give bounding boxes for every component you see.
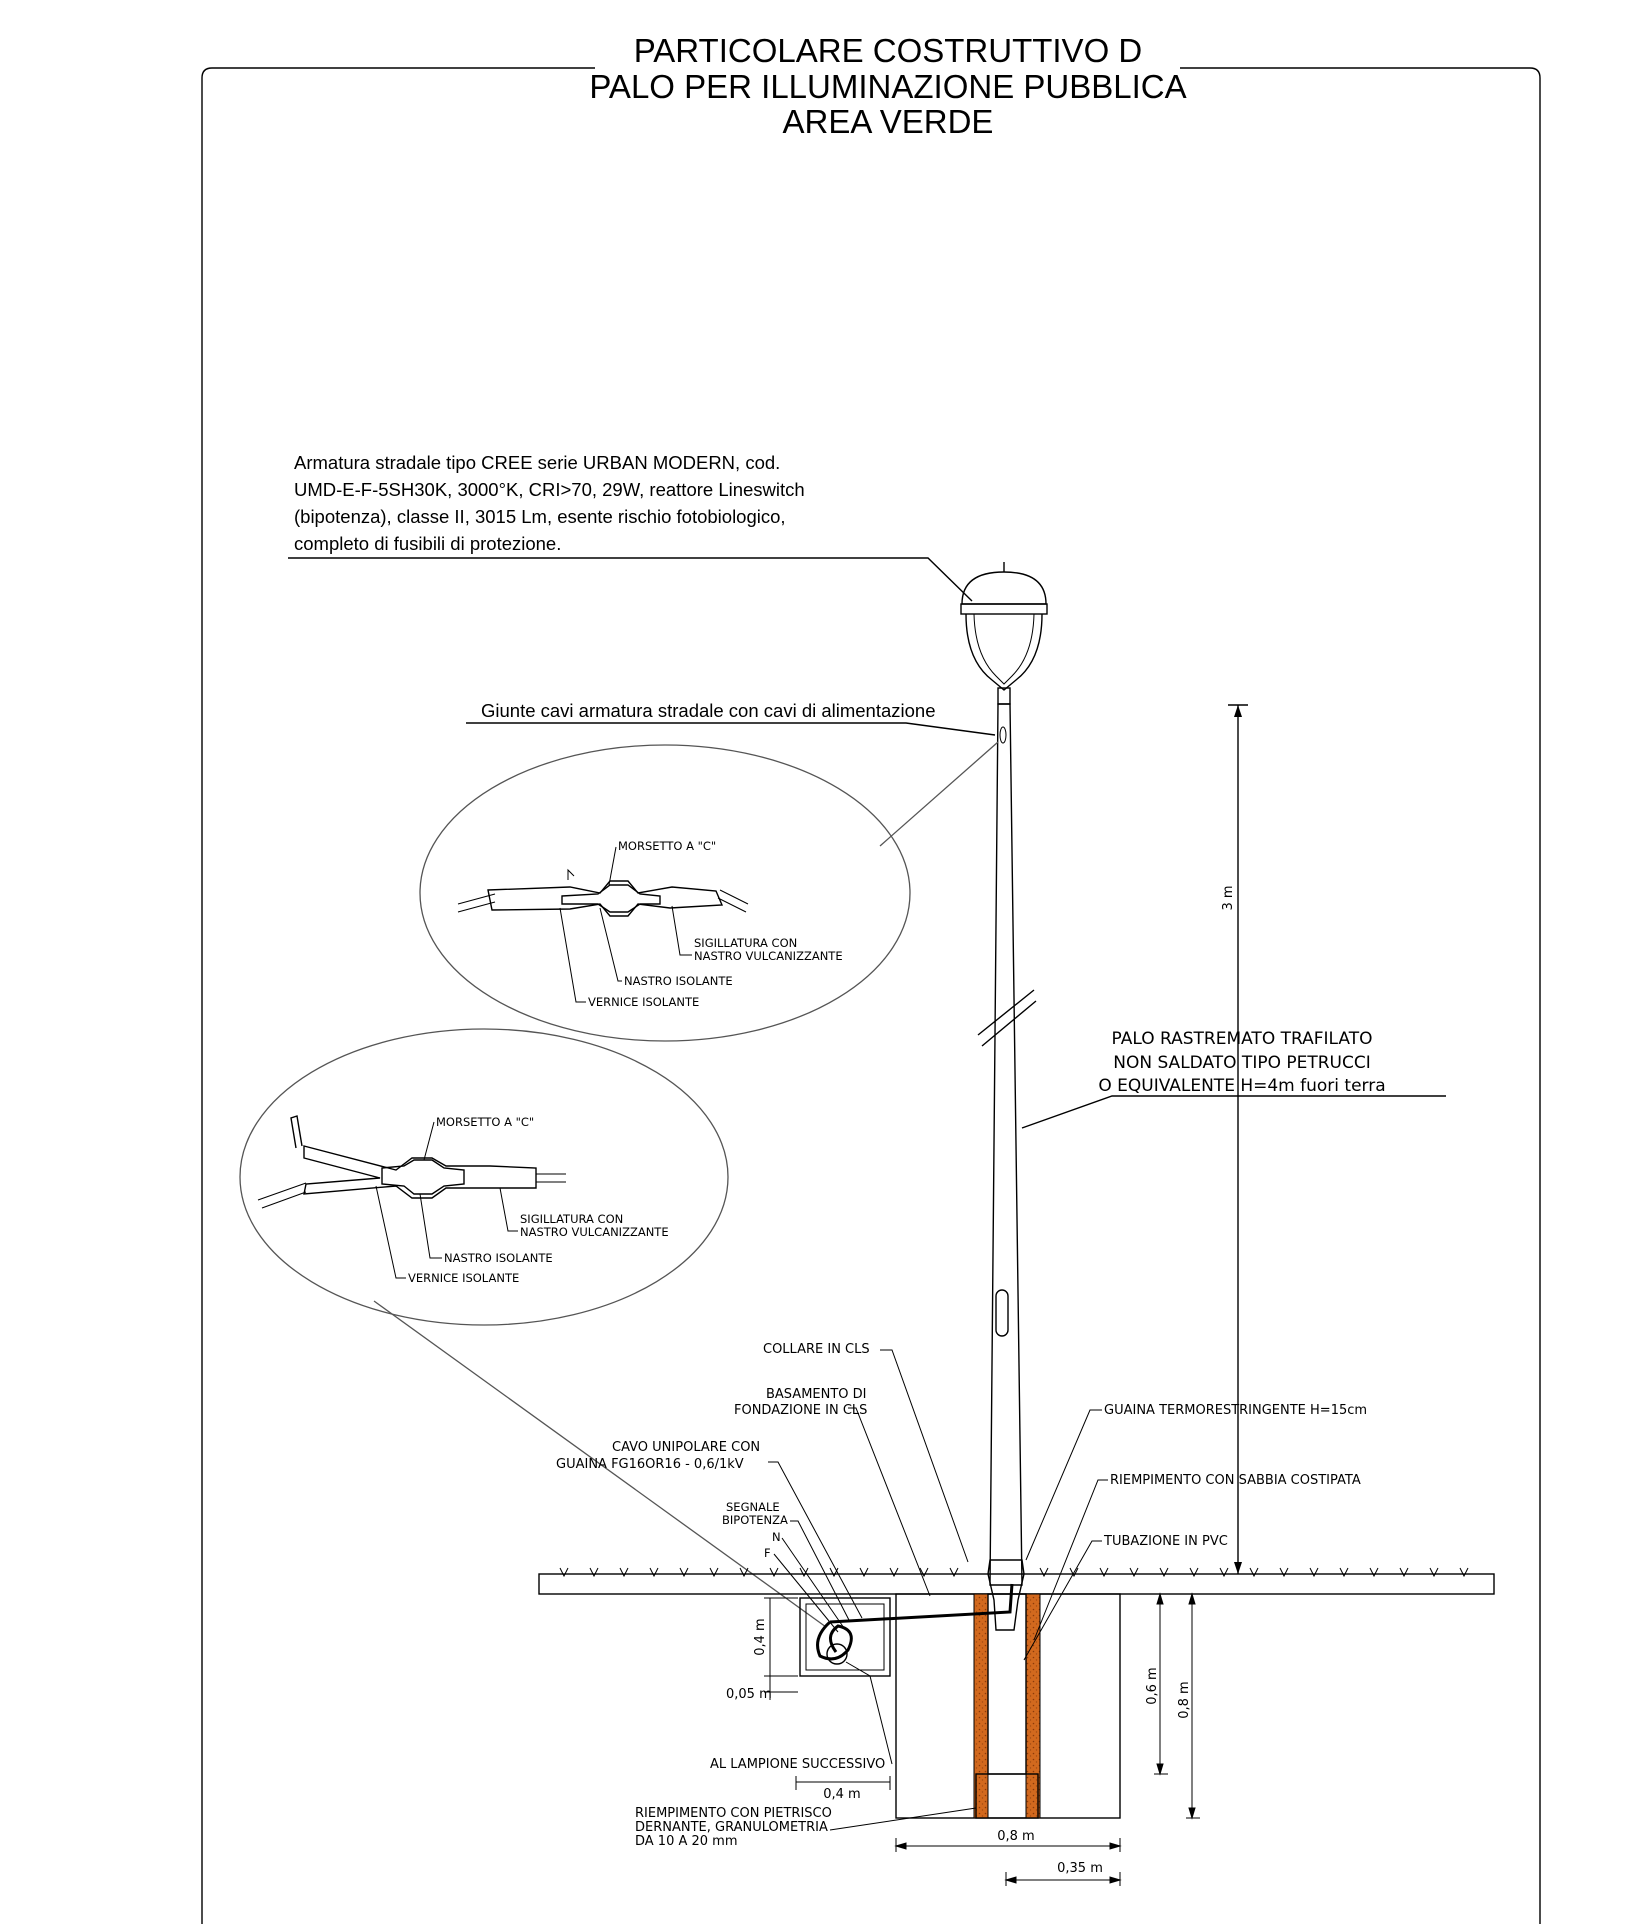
bottom-vernice-label: VERNICE ISOLANTE (408, 1271, 519, 1285)
leader-collare (880, 1349, 969, 1563)
inspection-pit-inner (805, 1603, 885, 1671)
gravel-fill (975, 1773, 1039, 1819)
leader-pietrisco (829, 1807, 977, 1831)
leader-segnale (790, 1520, 851, 1623)
pole-label-line-3: O EQUIVALENTE H=4m fuori terra (1098, 1076, 1385, 1096)
top-morsetto-label: MORSETTO A "C" (618, 839, 716, 853)
label-guaina: GUAINA TERMORESTRINGENTE H=15cm (1104, 1403, 1367, 1418)
base-width-label: 0,8 m (997, 1829, 1034, 1844)
splice-detail-top (457, 868, 749, 917)
top-nastro-leader (599, 907, 622, 982)
title-line-3: AREA VERDE (783, 103, 994, 140)
top-vernice-label: VERNICE ISOLANTE (588, 995, 699, 1009)
height-dimension (1228, 704, 1248, 1574)
bottom-nastro-leader (419, 1193, 442, 1259)
label-basamento-2: FONDAZIONE IN CLS (734, 1403, 867, 1418)
bottom-nastro-label: NASTRO ISOLANTE (444, 1251, 553, 1265)
half-width-label: 0,35 m (1057, 1861, 1103, 1876)
label-segnale-2: BIPOTENZA (722, 1513, 788, 1527)
leader-f (773, 1553, 839, 1633)
half-width-dimension (1004, 1872, 1122, 1886)
bottom-sigillatura-label-2: NASTRO VULCANIZZANTE (520, 1225, 669, 1239)
foundation-block (895, 1593, 1121, 1819)
label-cavo-1: CAVO UNIPOLARE CON (612, 1440, 760, 1455)
top-vernice-leader (559, 907, 586, 1003)
detail-ellipse-top (419, 744, 911, 1042)
bottom-morsetto-leader (423, 1121, 435, 1161)
height-dimension-label: 3 m (1221, 885, 1236, 910)
inspection-pit (799, 1597, 891, 1677)
pvc-pipe-interior (987, 1593, 1027, 1775)
joint-leader (466, 722, 996, 736)
leader-cavo (768, 1461, 863, 1619)
top-sigillatura-label-1: SIGILLATURA CON (694, 936, 797, 950)
base-depth-label: 0,8 m (1177, 1681, 1192, 1718)
sheet-frame (201, 67, 1541, 1924)
pit-cable-coil (816, 1620, 853, 1661)
ground-surface (538, 1573, 1495, 1595)
label-riempimento-sabbia: RIEMPIMENTO CON SABBIA COSTIPATA (1110, 1473, 1361, 1488)
pit-cable-loop (826, 1643, 848, 1665)
base-width-dimension (894, 1838, 1122, 1852)
title-line-2: PALO PER ILLUMINAZIONE PUBBLICA (589, 68, 1186, 105)
pole-label-line-2: NON SALDATO TIPO PETRUCCI (1113, 1053, 1371, 1073)
luminaire-note-line-2: UMD-E-F-5SH30K, 3000°K, CRI>70, 29W, rea… (294, 479, 805, 500)
pit-width-label: 0,4 m (823, 1787, 860, 1802)
leader-tubazione (1023, 1540, 1102, 1661)
leader-guaina (1025, 1409, 1102, 1561)
label-pietrisco-2: DERNANTE, GRANULOMETRIA (635, 1820, 828, 1835)
label-f: F (764, 1546, 771, 1560)
pit-depth-dimension (764, 1597, 798, 1700)
luminaire-note-line-4: completo di fusibili di protezione. (294, 533, 561, 554)
bottom-vernice-leader (375, 1185, 406, 1279)
top-sigillatura-label-2: NASTRO VULCANIZZANTE (694, 949, 843, 963)
label-segnale-1: SEGNALE (726, 1500, 780, 1514)
pit-bottom-label: 0,05 m (726, 1687, 772, 1702)
leader-lampione (845, 1661, 893, 1765)
luminaire-note-line-1: Armatura stradale tipo CREE serie URBAN … (294, 452, 780, 473)
label-lampione: AL LAMPIONE SUCCESSIVO (710, 1757, 885, 1772)
base-depth-inner-label: 0,6 m (1145, 1667, 1160, 1704)
label-tubazione: TUBAZIONE IN PVC (1103, 1534, 1228, 1549)
detail-ellipse-top-connector (879, 741, 999, 847)
luminaire-note-line-3: (bipotenza), classe II, 3015 Lm, esente … (294, 506, 786, 527)
bottom-sigillatura-label-1: SIGILLATURA CON (520, 1212, 623, 1226)
grass-marks (559, 1567, 1469, 1578)
joint-note: Giunte cavi armatura stradale con cavi d… (481, 700, 936, 721)
luminaire-head (960, 562, 1048, 705)
title-line-1: PARTICOLARE COSTRUTTIVO D (634, 32, 1143, 69)
bottom-sigillatura-leader (499, 1187, 518, 1232)
pole-label-line-1: PALO RASTREMATO TRAFILATO (1112, 1029, 1373, 1049)
pole-base-collar (987, 1559, 1025, 1631)
label-collare: COLLARE IN CLS (763, 1342, 870, 1357)
base-depth-inner-dimension (1154, 1592, 1168, 1776)
luminaire-leader (288, 557, 973, 602)
base-depth-dimension (1186, 1592, 1200, 1820)
leader-basamento (848, 1407, 931, 1597)
splice-detail-bottom (257, 1115, 566, 1209)
detail-ellipse-bottom (239, 1028, 729, 1326)
pole-label-leader (1021, 1095, 1446, 1129)
pole (977, 703, 1037, 1586)
top-sigillatura-leader (671, 905, 692, 956)
top-nastro-label: NASTRO ISOLANTE (624, 974, 733, 988)
bottom-morsetto-label: MORSETTO A "C" (436, 1115, 534, 1129)
label-pietrisco-3: DA 10 A 20 mm (635, 1834, 738, 1849)
label-n: N (772, 1530, 781, 1544)
detail-ellipse-bottom-connector (373, 1300, 827, 1628)
label-cavo-2: GUAINA FG16OR16 - 0,6/1kV (556, 1457, 744, 1472)
label-pietrisco-1: RIEMPIMENTO CON PIETRISCO (635, 1806, 832, 1821)
top-morsetto-leader (608, 846, 617, 886)
leader-riempimento-sabbia (1033, 1479, 1108, 1641)
pit-depth-label: 0,4 m (753, 1618, 768, 1655)
leader-n (781, 1537, 845, 1629)
label-basamento-1: BASAMENTO DI (766, 1387, 867, 1402)
pit-width-dimension (795, 1776, 891, 1790)
